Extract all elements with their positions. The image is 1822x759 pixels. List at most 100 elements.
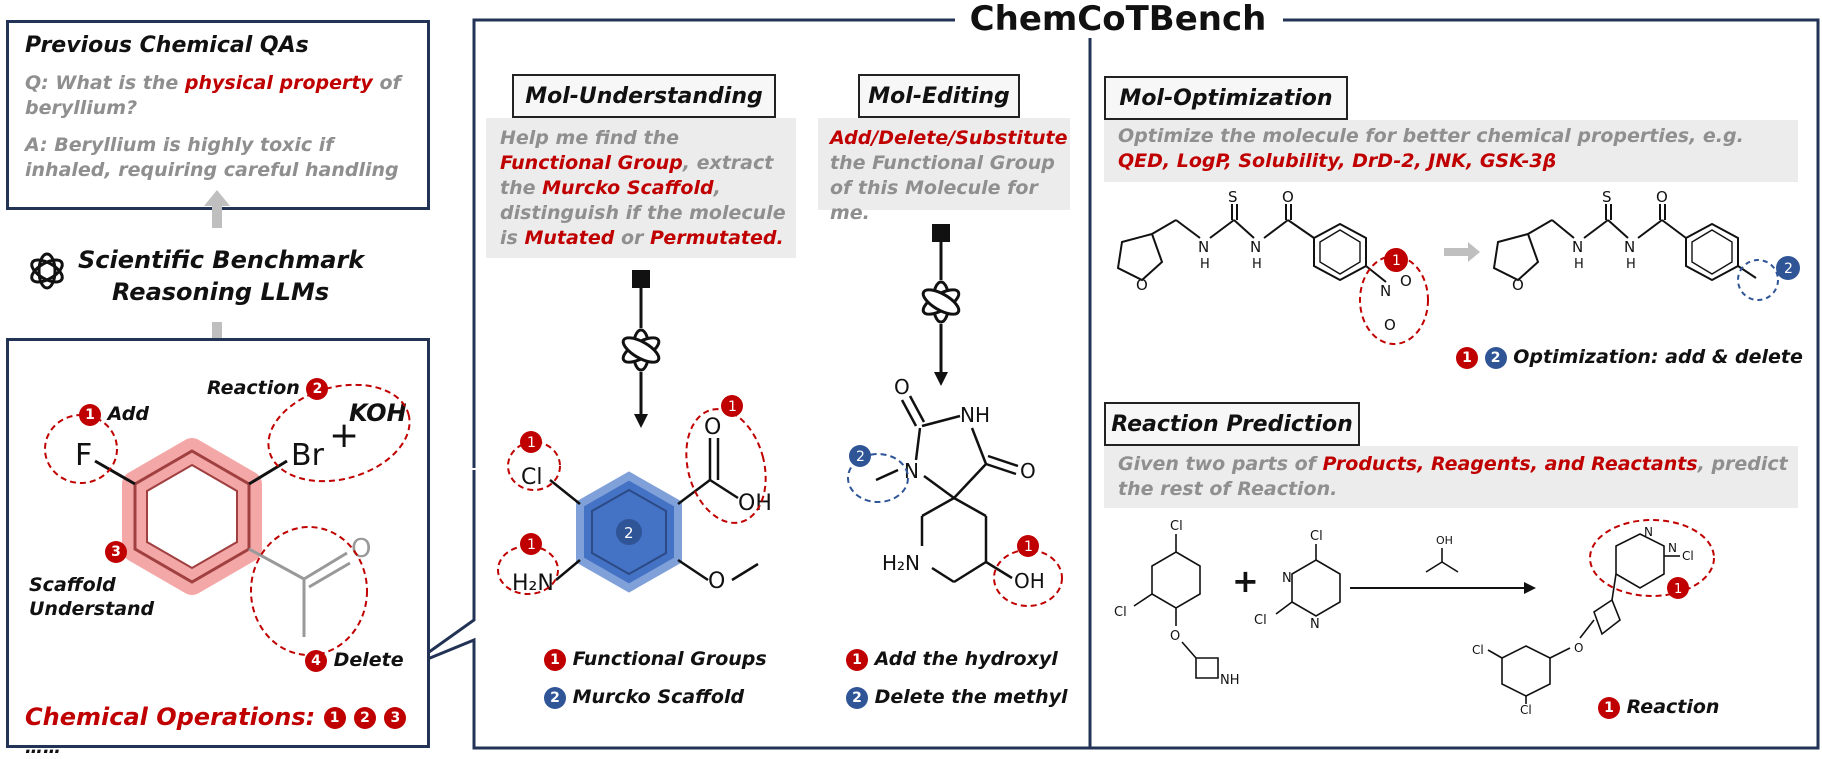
atom-NH: NH	[960, 403, 990, 427]
me-desc-rest: the Functional Group of this Molecule fo…	[830, 152, 1055, 224]
atom-N-2: N	[1310, 617, 1320, 632]
atom-N-nitro: N	[1380, 282, 1391, 300]
openai-logo-icon	[919, 280, 963, 324]
atom-O-nitro1: O	[1400, 272, 1412, 290]
atom-S-r: S	[1602, 190, 1612, 206]
footer-badge-1: 1	[323, 707, 346, 729]
atom-N: N	[904, 459, 919, 483]
atom-Cl-p3: Cl	[1520, 703, 1532, 716]
mol-understanding-title: Mol-Understanding	[512, 74, 776, 118]
qa-question: Q: What is the physical property of bery…	[25, 71, 415, 121]
reaction-prediction-diagram: Cl Cl O NH + Cl N N Cl OH N N Cl 1 O Cl …	[1114, 519, 1715, 716]
mol-editing-diagram: O NH N O H₂N OH 2 1	[847, 224, 1063, 607]
svg-text:1: 1	[728, 399, 737, 415]
scaffold-label-2: Understand	[29, 598, 155, 620]
atom-N2-r: N	[1624, 238, 1635, 256]
mu-desc-7: Permutated.	[650, 227, 784, 249]
legend-badge-2: 2	[1484, 346, 1507, 369]
atom-H2N: H₂N	[882, 551, 920, 575]
svg-text:1: 1	[1674, 582, 1682, 597]
atom-F: F	[75, 438, 92, 473]
add-label: Add	[107, 403, 149, 425]
atom-O-nitro2: O	[1384, 316, 1396, 334]
operations-molecule: F Br + KOH O	[44, 383, 411, 656]
koh-label: KOH	[349, 399, 407, 427]
qa-q-highlight: physical property	[184, 72, 373, 94]
operations-footer-label: Chemical Operations:	[25, 703, 316, 731]
atom-N2: N	[1250, 238, 1261, 256]
llm-label-line2: Reasoning LLMs	[112, 278, 330, 306]
mu-desc-4: , distinguish if the molecule is	[500, 177, 786, 249]
atom-Cl-p: Cl	[1682, 549, 1694, 563]
me-legend-2: 2 Delete the methyl	[846, 686, 1068, 709]
atom-Cl-2: Cl	[1114, 605, 1127, 620]
legend-badge-1: 1	[1456, 346, 1478, 369]
mol-editing-desc-box	[818, 118, 1070, 210]
mo-desc-highlight: QED, LogP, Solubility, DrD-2, JNK, GSK-3…	[1118, 150, 1557, 172]
atom-Cl-3: Cl	[1310, 529, 1323, 544]
mol-understanding-desc-box	[486, 118, 796, 258]
atom-N-r: N	[1572, 238, 1583, 256]
legend-text: Delete the methyl	[874, 686, 1068, 708]
atom-N-p1: N	[1668, 541, 1677, 555]
legend-badge: 1	[544, 648, 566, 671]
atom-NH: NH	[1220, 673, 1240, 688]
openai-logo-icon	[30, 252, 64, 290]
atom-O: O	[704, 415, 721, 440]
rp-legend: 1 Reaction	[1598, 696, 1719, 719]
qa-q-prefix: Q: What is the	[25, 72, 185, 94]
atom-Cl-1: Cl	[1170, 519, 1183, 534]
reaction-prediction-desc-box	[1104, 446, 1798, 508]
badge-4: 4	[305, 649, 327, 672]
atom-O-furan-r: O	[1512, 276, 1524, 294]
mu-desc-6: or	[614, 227, 651, 249]
atom-N-1: N	[1282, 571, 1292, 586]
mu-legend-1: 1 Functional Groups	[544, 648, 767, 671]
plus-sign: +	[329, 415, 359, 456]
svg-text:1: 1	[1024, 539, 1033, 555]
svg-text:1: 1	[1392, 253, 1401, 269]
badge-3: 3	[105, 541, 127, 563]
rp-desc-plain-2: , predict the rest of Reaction.	[1118, 453, 1788, 500]
mu-desc-2: , extract the	[500, 152, 774, 199]
reaction-prediction-title: Reaction Prediction	[1104, 402, 1360, 446]
reaction-annotation: Reaction 2	[207, 377, 329, 400]
atom-O-methoxy: O	[708, 569, 725, 594]
openai-logo-icon	[619, 328, 663, 372]
scaffold-annotation: Scaffold Understand	[29, 573, 154, 621]
delete-label: Delete	[333, 649, 404, 671]
badge-2: 2	[306, 377, 329, 400]
qa-heading: Previous Chemical QAs	[25, 33, 309, 58]
footer-ellipsis: ……	[25, 737, 61, 758]
atom-O: O	[1282, 190, 1294, 206]
add-annotation: 1 Add	[79, 403, 149, 426]
reaction-prediction-desc: Given two parts of Products, Reagents, a…	[1118, 452, 1788, 502]
legend-badge: 2	[846, 686, 868, 709]
legend-text: Add the hydroxyl	[874, 648, 1058, 670]
atom-Br: Br	[291, 438, 325, 473]
svg-text:2: 2	[624, 524, 634, 542]
svg-text:2: 2	[856, 449, 865, 465]
legend-badge: 2	[544, 686, 566, 709]
legend-text: Murcko Scaffold	[572, 686, 745, 708]
mol-editing-desc: Add/Delete/Substitute the Functional Gro…	[830, 126, 1070, 226]
atom-OH: OH	[1014, 569, 1045, 593]
mu-desc-0: Help me find the	[500, 127, 680, 149]
atom-Cl-p2: Cl	[1472, 643, 1484, 657]
atom-H2: H	[1252, 257, 1262, 272]
footer-badge-2: 2	[353, 707, 376, 729]
operations-footer: Chemical Operations: 1 2 3 ……	[25, 703, 427, 759]
reaction-label: Reaction	[207, 377, 300, 399]
atom-H2-r: H	[1626, 257, 1636, 272]
atom-H-r: H	[1574, 257, 1584, 272]
atom-O-r: O	[1656, 190, 1668, 206]
atom-OH: OH	[738, 491, 772, 516]
plus-sign: +	[1232, 562, 1259, 600]
main-title: ChemCoTBench	[968, 0, 1268, 42]
mu-desc-3: Murcko Scaffold	[542, 177, 714, 199]
scaffold-annotation-badge: 3	[105, 541, 127, 563]
atom-S: S	[1228, 190, 1238, 206]
svg-text:1: 1	[527, 435, 536, 451]
atom-O2: O	[1020, 459, 1036, 483]
